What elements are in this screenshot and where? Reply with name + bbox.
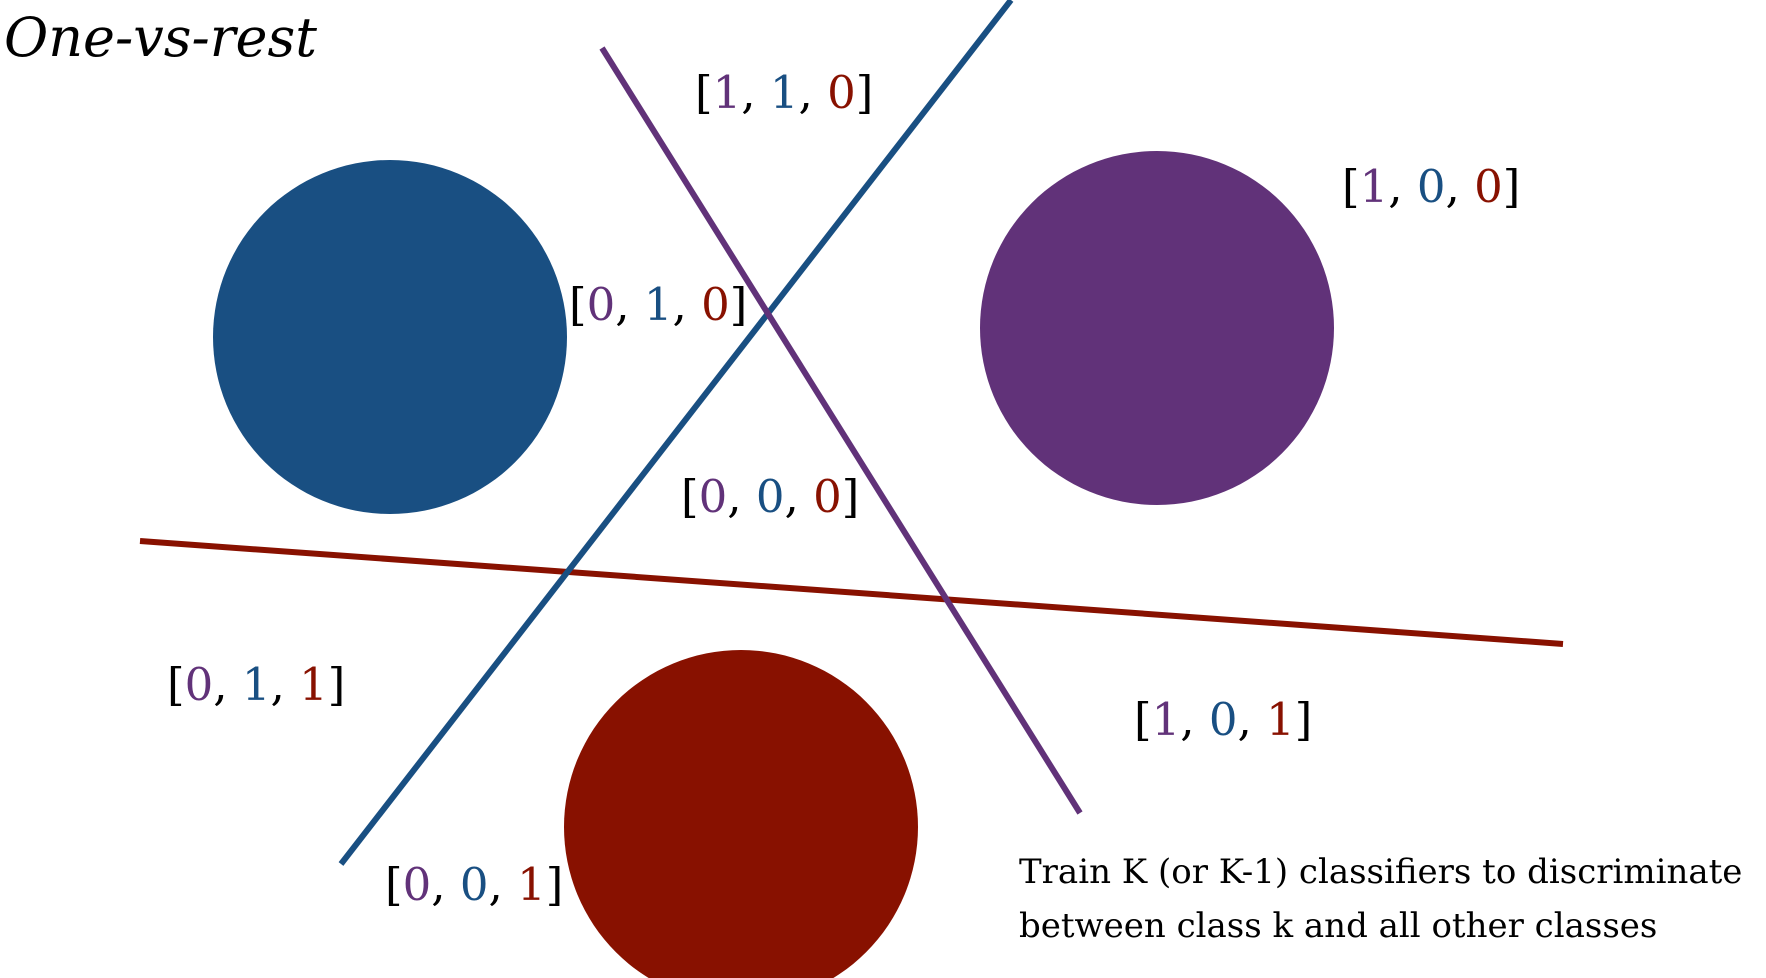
diagram-title: One-vs-rest <box>4 6 317 69</box>
region-label-000: [0, 0, 0] <box>681 470 860 523</box>
class-1-boundary-line <box>599 46 1083 815</box>
digit-class-1: 1 <box>712 66 742 119</box>
digit-class-3: 0 <box>701 278 730 331</box>
digit-class-1: 0 <box>402 858 432 911</box>
digit-class-1: 1 <box>1151 693 1181 746</box>
digit-class-1: 0 <box>586 278 616 331</box>
digit-class-3: 0 <box>813 470 842 523</box>
digit-class-3: 1 <box>299 658 328 711</box>
class-1-circle <box>980 151 1334 505</box>
digit-class-2: 1 <box>241 658 271 711</box>
digit-class-3: 1 <box>517 858 546 911</box>
region-label-011: [0, 1, 1] <box>167 658 346 711</box>
digit-class-2: 0 <box>1208 693 1238 746</box>
region-label-001: [0, 0, 1] <box>385 858 564 911</box>
region-label-010: [0, 1, 0] <box>569 278 748 331</box>
digit-class-2: 0 <box>459 858 489 911</box>
digit-class-1: 0 <box>184 658 214 711</box>
region-label-101: [1, 0, 1] <box>1134 693 1313 746</box>
digit-class-1: 1 <box>1359 160 1389 213</box>
region-label-100: [1, 0, 0] <box>1342 160 1521 213</box>
digit-class-2: 0 <box>1416 160 1446 213</box>
digit-class-2: 1 <box>769 66 799 119</box>
caption-text: Train K (or K-1) classifiers to discrimi… <box>1019 845 1742 953</box>
digit-class-2: 1 <box>643 278 673 331</box>
class-3-boundary-line <box>139 538 1564 647</box>
digit-class-1: 0 <box>698 470 728 523</box>
digit-class-2: 0 <box>755 470 785 523</box>
digit-class-3: 0 <box>827 66 856 119</box>
class-2-circle <box>213 160 567 514</box>
caption-line-1: Train K (or K-1) classifiers to discrimi… <box>1019 852 1743 892</box>
class-2-boundary-line <box>338 0 1014 866</box>
class-3-circle <box>564 650 918 978</box>
digit-class-3: 0 <box>1474 160 1503 213</box>
caption-line-2: between class k and all other classes <box>1019 906 1658 946</box>
region-label-110: [1, 1, 0] <box>695 66 874 119</box>
digit-class-3: 1 <box>1266 693 1295 746</box>
